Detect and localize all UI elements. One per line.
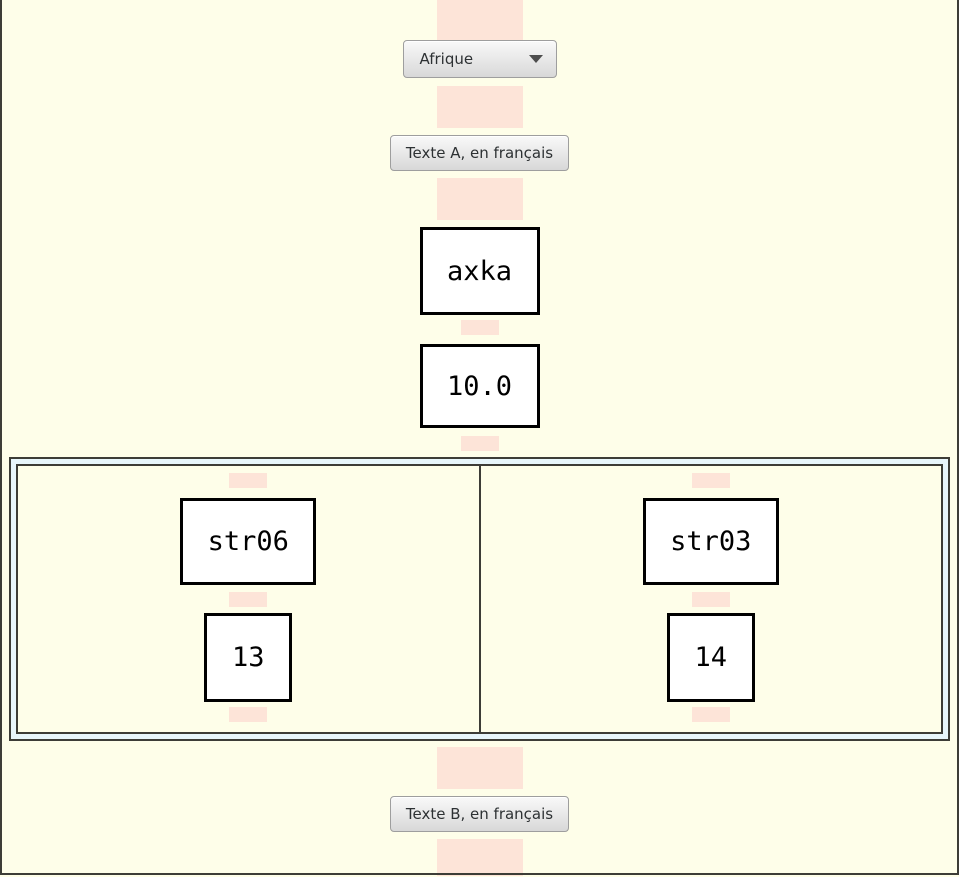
number-node-label: 10.0	[446, 370, 513, 402]
name-node-label: axka	[446, 255, 513, 287]
connector-strip-small[interactable]	[229, 707, 268, 722]
column-name-label: str03	[670, 526, 752, 557]
column-name-label: str06	[207, 526, 289, 557]
split-panel-band: str06 13 str03 14	[11, 459, 948, 739]
connector-strip-small[interactable]	[691, 707, 730, 722]
connector-strip-small[interactable]	[229, 592, 268, 607]
panel-column-left: str06 13	[18, 466, 481, 732]
split-panel-inner: str06 13 str03 14	[16, 464, 943, 734]
connector-strip-small[interactable]	[460, 320, 499, 335]
connector-strip-small[interactable]	[229, 473, 268, 488]
connector-strip[interactable]	[436, 86, 523, 128]
connector-strip[interactable]	[436, 747, 523, 789]
connector-strip-small[interactable]	[691, 473, 730, 488]
column-value-label: 13	[231, 642, 265, 673]
text-a-button[interactable]: Texte A, en français	[389, 135, 570, 171]
region-select-value: Afrique	[419, 50, 474, 68]
connector-strip-small[interactable]	[460, 436, 499, 451]
chevron-down-icon	[528, 55, 543, 63]
column-value-box[interactable]: 14	[666, 613, 755, 702]
column-name-box[interactable]: str06	[180, 498, 317, 585]
column-name-box[interactable]: str03	[642, 498, 779, 585]
column-value-label: 14	[694, 642, 727, 673]
number-node-box[interactable]: 10.0	[419, 344, 540, 428]
connector-strip-top[interactable]	[436, 0, 523, 40]
connector-strip-small[interactable]	[691, 592, 730, 607]
connector-strip-bottom[interactable]	[436, 839, 523, 876]
column-value-box[interactable]: 13	[204, 613, 293, 702]
text-b-button[interactable]: Texte B, en français	[389, 796, 570, 832]
panel-column-right: str03 14	[481, 466, 942, 732]
connector-strip[interactable]	[436, 178, 523, 220]
region-select[interactable]: Afrique	[402, 40, 557, 78]
name-node-box[interactable]: axka	[419, 227, 540, 315]
split-panel: str06 13 str03 14	[9, 457, 950, 741]
